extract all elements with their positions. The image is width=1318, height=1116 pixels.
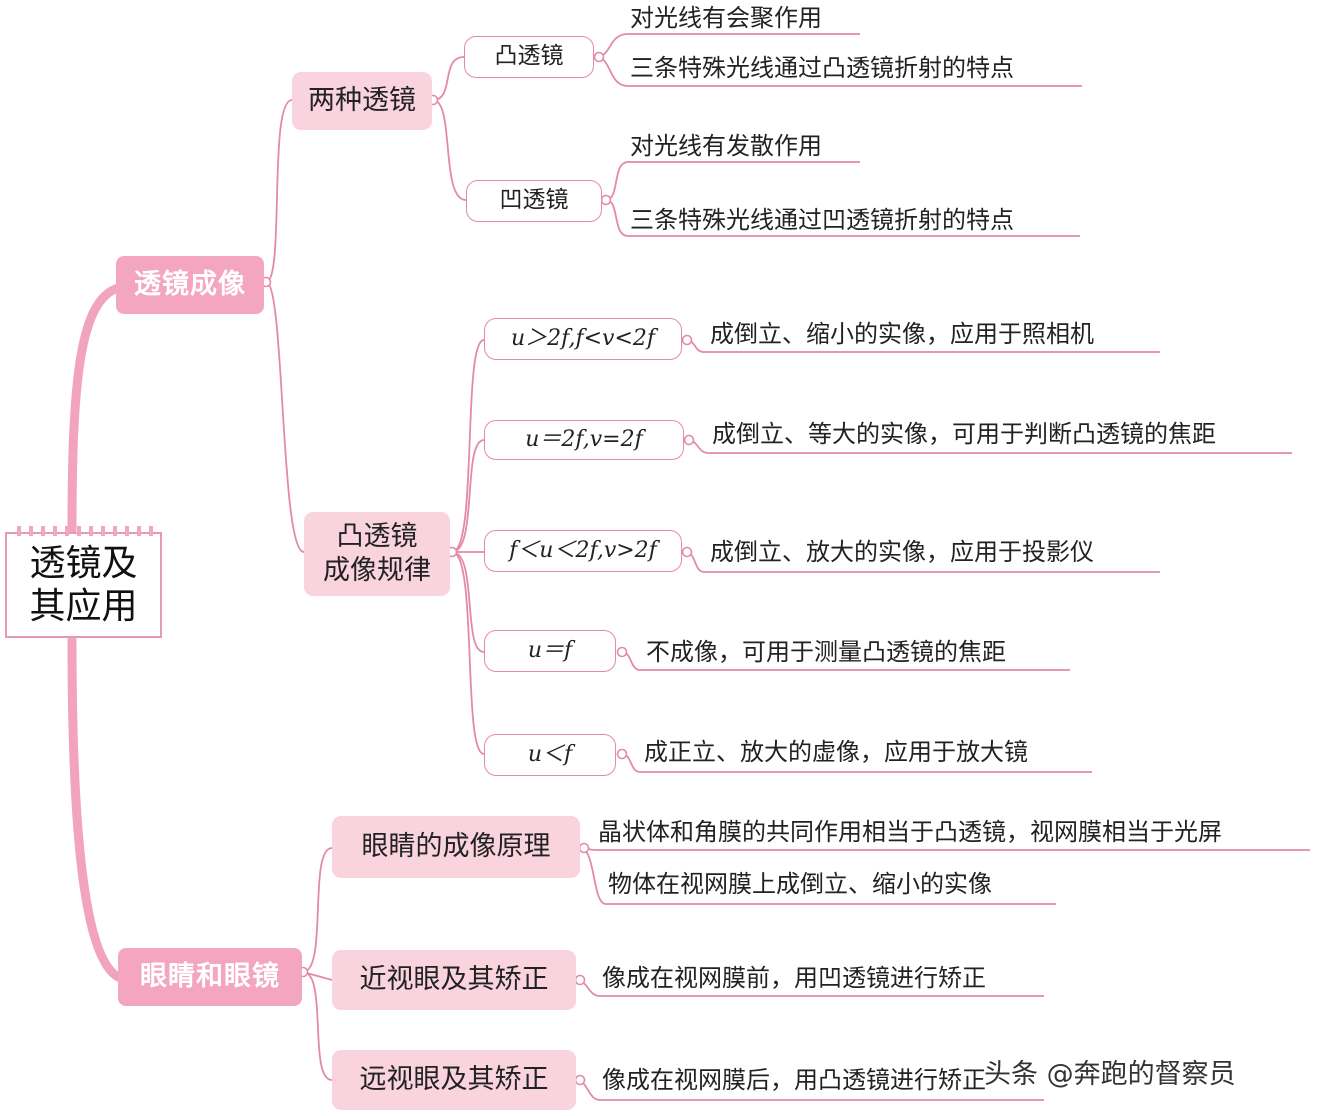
watermark: 头条 @奔跑的督察员 bbox=[984, 1059, 1236, 1090]
leaf-concave-three-rays: 三条特殊光线通过凹透镜折射的特点 bbox=[630, 206, 1014, 234]
root-node: 透镜及 其应用 bbox=[5, 526, 162, 638]
node-concave-lens: 凹透镜 bbox=[466, 180, 602, 222]
condition-u-eq-2f: u＝2f,v=2f bbox=[484, 420, 684, 460]
result-camera: 成倒立、缩小的实像，应用于照相机 bbox=[710, 320, 1094, 348]
branch-eye-glasses: 眼睛和眼镜 bbox=[118, 948, 302, 1006]
node-convex-imaging-rules: 凸透镜 成像规律 bbox=[304, 512, 450, 596]
result-focal-judge: 成倒立、等大的实像，可用于判断凸透镜的焦距 bbox=[712, 420, 1216, 448]
condition-f-lt-u-lt-2f: f＜u＜2f,v>2f bbox=[484, 530, 682, 572]
condition-u-eq-f: u＝f bbox=[484, 630, 616, 672]
leaf-hyperopia-correction: 像成在视网膜后，用凸透镜进行矫正 bbox=[602, 1066, 986, 1094]
node-eye-principle: 眼睛的成像原理 bbox=[332, 816, 580, 878]
node-myopia: 近视眼及其矫正 bbox=[332, 950, 576, 1010]
leaf-eye-real-image: 物体在视网膜上成倒立、缩小的实像 bbox=[608, 870, 992, 898]
root-decoration bbox=[17, 526, 154, 536]
node-two-lenses: 两种透镜 bbox=[292, 72, 432, 130]
node-convex-imaging-rules-line2: 成像规律 bbox=[323, 555, 431, 586]
leaf-concave-diverge: 对光线有发散作用 bbox=[630, 132, 822, 160]
result-projector: 成倒立、放大的实像，应用于投影仪 bbox=[710, 538, 1094, 566]
condition-u-gt-2f: u＞2f,f<v<2f bbox=[484, 318, 682, 360]
condition-u-lt-f: u＜f bbox=[484, 734, 616, 776]
result-magnifier: 成正立、放大的虚像，应用于放大镜 bbox=[644, 738, 1028, 766]
root-label-line2: 其应用 bbox=[29, 586, 138, 627]
leaf-convex-three-rays: 三条特殊光线通过凸透镜折射的特点 bbox=[630, 54, 1014, 82]
leaf-eye-lens-retina: 晶状体和角膜的共同作用相当于凸透镜，视网膜相当于光屏 bbox=[598, 818, 1222, 846]
leaf-myopia-correction: 像成在视网膜前，用凹透镜进行矫正 bbox=[602, 964, 986, 992]
node-convex-imaging-rules-line1: 凸透镜 bbox=[336, 521, 418, 553]
branch-lens-imaging: 透镜成像 bbox=[116, 256, 264, 314]
result-no-image: 不成像，可用于测量凸透镜的焦距 bbox=[646, 638, 1006, 666]
node-hyperopia: 远视眼及其矫正 bbox=[332, 1050, 576, 1110]
node-convex-lens: 凸透镜 bbox=[464, 36, 594, 78]
leaf-convex-converge: 对光线有会聚作用 bbox=[630, 4, 822, 32]
root-label-line1: 透镜及 bbox=[29, 542, 138, 584]
